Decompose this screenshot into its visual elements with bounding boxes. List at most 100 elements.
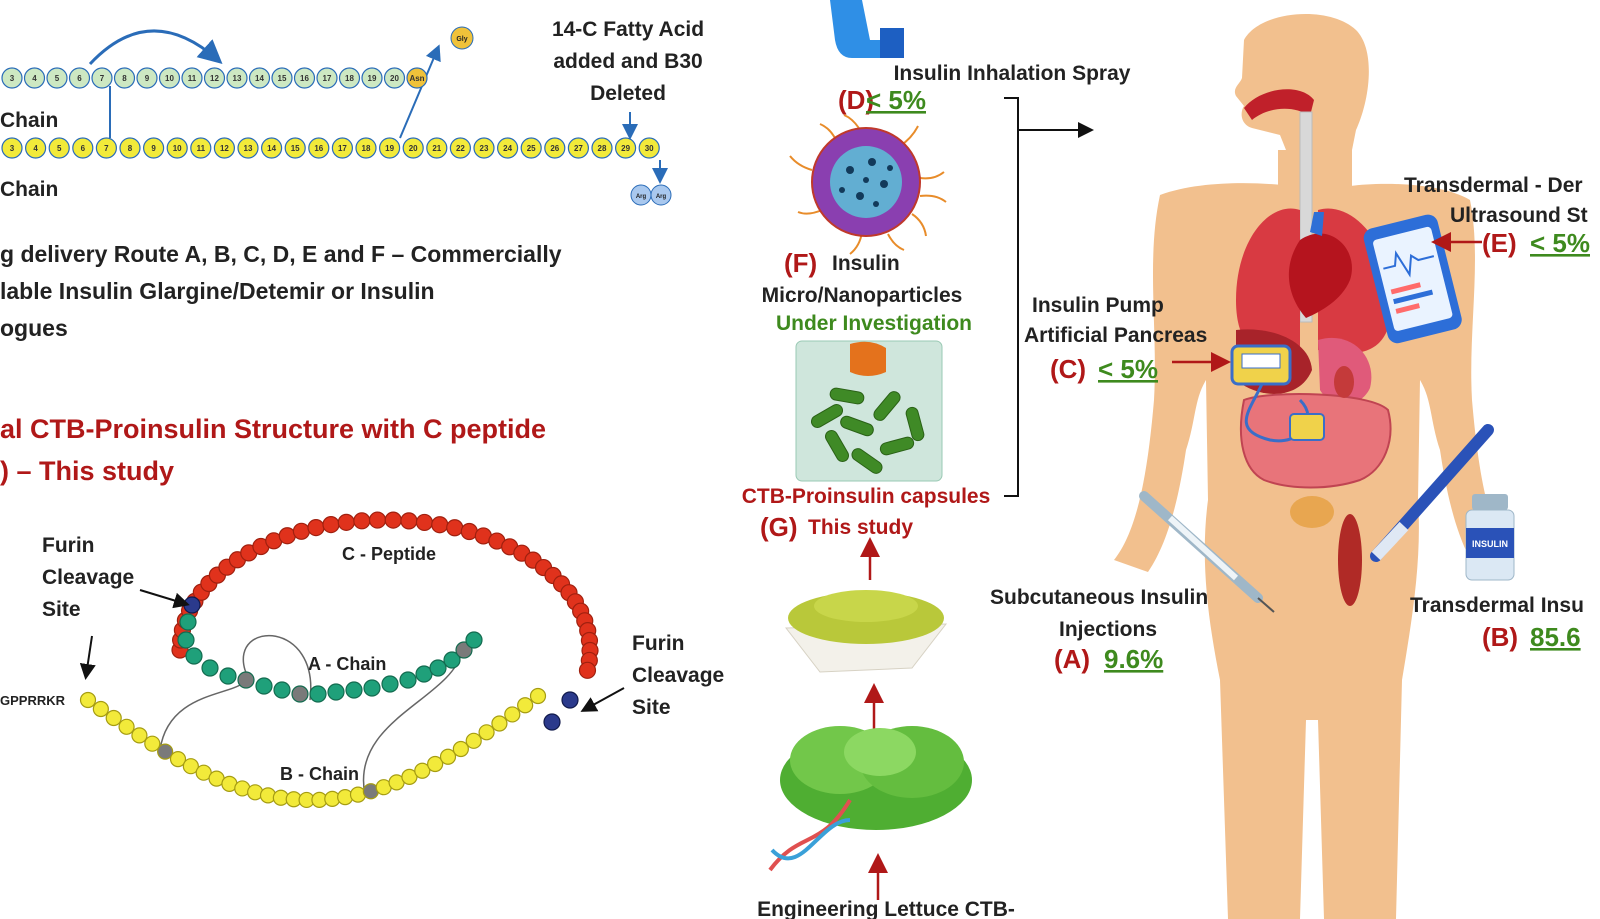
b-chain-residue xyxy=(473,137,495,159)
capsules-name: CTB-Proinsulin capsules xyxy=(742,485,991,508)
b-chain-residue-label: 25 xyxy=(527,144,536,153)
disulfide-bond-line xyxy=(242,634,312,701)
transdermal-ultrasound-letter: (E) xyxy=(1482,228,1517,258)
subcutaneous-letter: (A) xyxy=(1054,644,1090,674)
gly-label: Gly xyxy=(456,36,467,43)
c-peptide-bead xyxy=(368,511,387,529)
a-chain-residue xyxy=(136,67,158,89)
a-chain-residue xyxy=(203,67,226,89)
b-chain-residue xyxy=(402,137,424,159)
c-peptide-bead xyxy=(353,512,371,530)
b-chain-residue-label: 3 xyxy=(10,144,15,153)
furin-bead xyxy=(183,596,201,614)
a-chain-residue-label: 11 xyxy=(188,74,197,83)
a-chain-bead xyxy=(177,631,195,649)
a-chain-residue-label: 12 xyxy=(210,74,219,83)
a-chain-residue-label: 19 xyxy=(368,74,377,83)
b-chain-bead xyxy=(105,709,122,727)
c-peptide-label: C - Peptide xyxy=(342,544,436,564)
b-chain-residue xyxy=(308,137,330,159)
b-chain-residue xyxy=(497,137,519,159)
insulin-vial-icon: INSULIN xyxy=(1465,494,1515,581)
b-chain-bead xyxy=(144,735,161,752)
furin-right-label: Furin xyxy=(632,632,685,655)
a-chain-bead xyxy=(381,675,399,693)
b-chain-bead xyxy=(517,697,534,714)
route-text-line: g delivery Route A, B, C, D, E and F – C… xyxy=(0,241,562,267)
b-chain-bead xyxy=(182,758,199,775)
routes-bracket xyxy=(1004,97,1094,497)
b-chain-residue xyxy=(1,137,23,159)
route-text-line: ogues xyxy=(0,315,68,341)
lettuce-image xyxy=(768,726,972,872)
disulfide-bond-line xyxy=(362,651,463,796)
pump-name: Insulin Pump xyxy=(1032,294,1164,317)
b-chain-residue-label: 15 xyxy=(291,144,300,153)
b-chain-bead xyxy=(414,762,431,779)
b-chain-residue xyxy=(355,137,377,159)
a-chain-residue-label: 13 xyxy=(233,74,242,83)
subcutaneous-name: Injections xyxy=(1059,618,1157,641)
b-chain-proinsulin-label: B - Chain xyxy=(280,764,359,784)
b-chain-residue xyxy=(48,137,70,159)
inhalation-name: Insulin Inhalation Spray xyxy=(894,62,1131,85)
a-chain-residue xyxy=(23,67,46,89)
c-peptide-bead xyxy=(400,512,418,530)
b-chain-residue-label: 16 xyxy=(314,144,323,153)
signal-sequence-label: GPPRRKR xyxy=(0,693,66,708)
furin-bead xyxy=(561,691,579,709)
a-chain-residue-label: 20 xyxy=(390,74,399,83)
b-chain-residue xyxy=(166,137,188,159)
c-peptide-bead xyxy=(322,515,340,534)
b-chain-residue xyxy=(72,137,94,159)
capsules-status: This study xyxy=(808,516,913,539)
b-chain-residue-label: 5 xyxy=(57,144,62,153)
b-chain-residue xyxy=(119,137,141,159)
b-chain-residue xyxy=(591,137,613,159)
b-chain-bead xyxy=(439,748,457,765)
a-chain-residue xyxy=(361,67,383,89)
b-chain-label: Chain xyxy=(0,178,58,201)
a-chain-residue xyxy=(181,67,203,89)
a-chain-residue xyxy=(91,67,113,89)
a-chain-residue-label: 15 xyxy=(278,74,287,83)
fatty-acid-note-line: Deleted xyxy=(590,82,666,105)
a-chain-residue xyxy=(383,67,406,89)
transdermal-letter: (B) xyxy=(1482,622,1518,652)
arg-bead xyxy=(650,184,672,206)
b-chain-residue-label: 11 xyxy=(197,144,206,153)
proinsulin-structure: C - Peptide A - Chain B - Chain GPPRRKR … xyxy=(0,511,724,809)
signal-arrow xyxy=(79,635,96,680)
b-chain-bead xyxy=(131,727,148,744)
b-chain-residue-label: 27 xyxy=(574,144,583,153)
study-title-line: al CTB-Proinsulin Structure with C pepti… xyxy=(0,414,546,444)
b-chain-residue-label: 23 xyxy=(480,144,489,153)
capsules-image xyxy=(795,340,943,482)
nanoparticle-status: Under Investigation xyxy=(776,312,972,335)
transdermal-value: 85.6 xyxy=(1530,622,1581,652)
b-chain-residue xyxy=(261,137,283,159)
a-chain-bead xyxy=(185,647,203,665)
b-chain-bead xyxy=(491,715,508,732)
b-chain-residue xyxy=(379,137,401,159)
c-peptide-bead xyxy=(578,661,597,679)
a-chain-residue-label: 5 xyxy=(55,74,60,83)
transdermal-ultrasound-name: Ultrasound St xyxy=(1450,204,1588,227)
b-chain-residue xyxy=(520,137,542,159)
a-chain-bead xyxy=(291,685,309,703)
a-chain-residue-label: 4 xyxy=(32,74,37,83)
a-chain-residue xyxy=(406,67,428,89)
b-chain-residue-label: 10 xyxy=(173,144,182,153)
nanoparticle-name: Insulin xyxy=(832,252,900,275)
subcutaneous-name: Subcutaneous Insulin xyxy=(990,586,1208,609)
a-chain-bead xyxy=(309,685,327,703)
b-chain-residue-label: 18 xyxy=(362,144,371,153)
route-text-line: lable Insulin Glargine/Detemir or Insuli… xyxy=(0,278,435,304)
b-chain-residue-label: 20 xyxy=(409,144,418,153)
insulin-pump-icon xyxy=(1230,344,1325,443)
b-chain-bead xyxy=(169,751,187,768)
c-peptide-bead xyxy=(337,513,355,531)
b-chain-residue-label: 29 xyxy=(621,144,630,153)
a-chain-residue-label: 16 xyxy=(300,74,309,83)
